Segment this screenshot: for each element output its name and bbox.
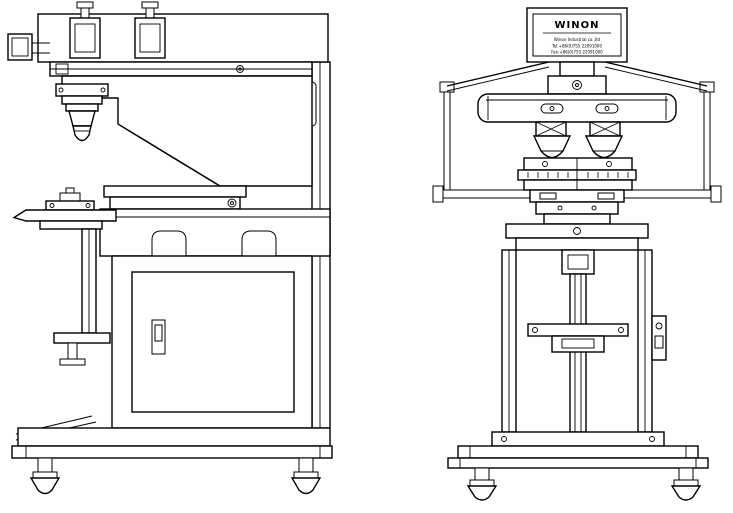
brand-label: WINON — [555, 20, 600, 31]
guide-rod-left — [439, 81, 455, 191]
column-bracket — [527, 323, 629, 353]
leveling-foot-front-right — [670, 467, 702, 501]
company-line: Winon Industrial co.,ltd — [554, 37, 601, 42]
head-beam — [49, 61, 313, 77]
stand-column — [569, 273, 587, 433]
display-stand — [547, 61, 607, 95]
power-switch-box[interactable] — [651, 315, 667, 361]
side-bracket — [53, 228, 111, 366]
side-sensor-box — [7, 33, 50, 61]
fax-line: Fax:+86(0)755 22091000 — [551, 50, 603, 55]
print-pad-front-left — [532, 135, 572, 159]
machine-base-front — [447, 431, 709, 469]
leveling-foot-front-left — [466, 467, 498, 501]
leveling-foot-left — [29, 457, 61, 495]
control-panel[interactable]: WINON Winon Industrial co.,ltd Tel:+86(0… — [526, 7, 628, 63]
work-table-arm — [12, 187, 117, 230]
support-strut-left — [446, 61, 550, 92]
front-view: WINON Winon Industrial co.,ltd Tel:+86(0… — [432, 7, 722, 501]
side-view — [7, 1, 333, 495]
pad-mount-left — [535, 121, 567, 137]
tel-line: Tel:+86(0)755 22091000 — [551, 44, 603, 49]
support-strut-right — [604, 61, 708, 92]
door-handle[interactable] — [151, 319, 166, 355]
air-cylinder-rear — [134, 1, 166, 59]
frame-leg-left — [501, 249, 517, 433]
work-table-front — [505, 223, 649, 275]
guide-rod-right — [699, 81, 715, 191]
air-cylinder-front — [69, 1, 101, 59]
leveling-foot-right — [290, 457, 322, 495]
machine-base-side — [11, 427, 333, 459]
shuttle-plate — [103, 185, 247, 210]
print-pad-front-right — [584, 135, 624, 159]
pad-mount-right — [589, 121, 621, 137]
print-pad — [68, 110, 96, 127]
carriage-stack — [517, 157, 637, 225]
print-pad-assembly — [55, 83, 109, 142]
mid-body — [99, 208, 331, 257]
cabinet — [111, 255, 313, 429]
crossbar — [477, 93, 677, 123]
frame-leg-right — [637, 249, 653, 433]
